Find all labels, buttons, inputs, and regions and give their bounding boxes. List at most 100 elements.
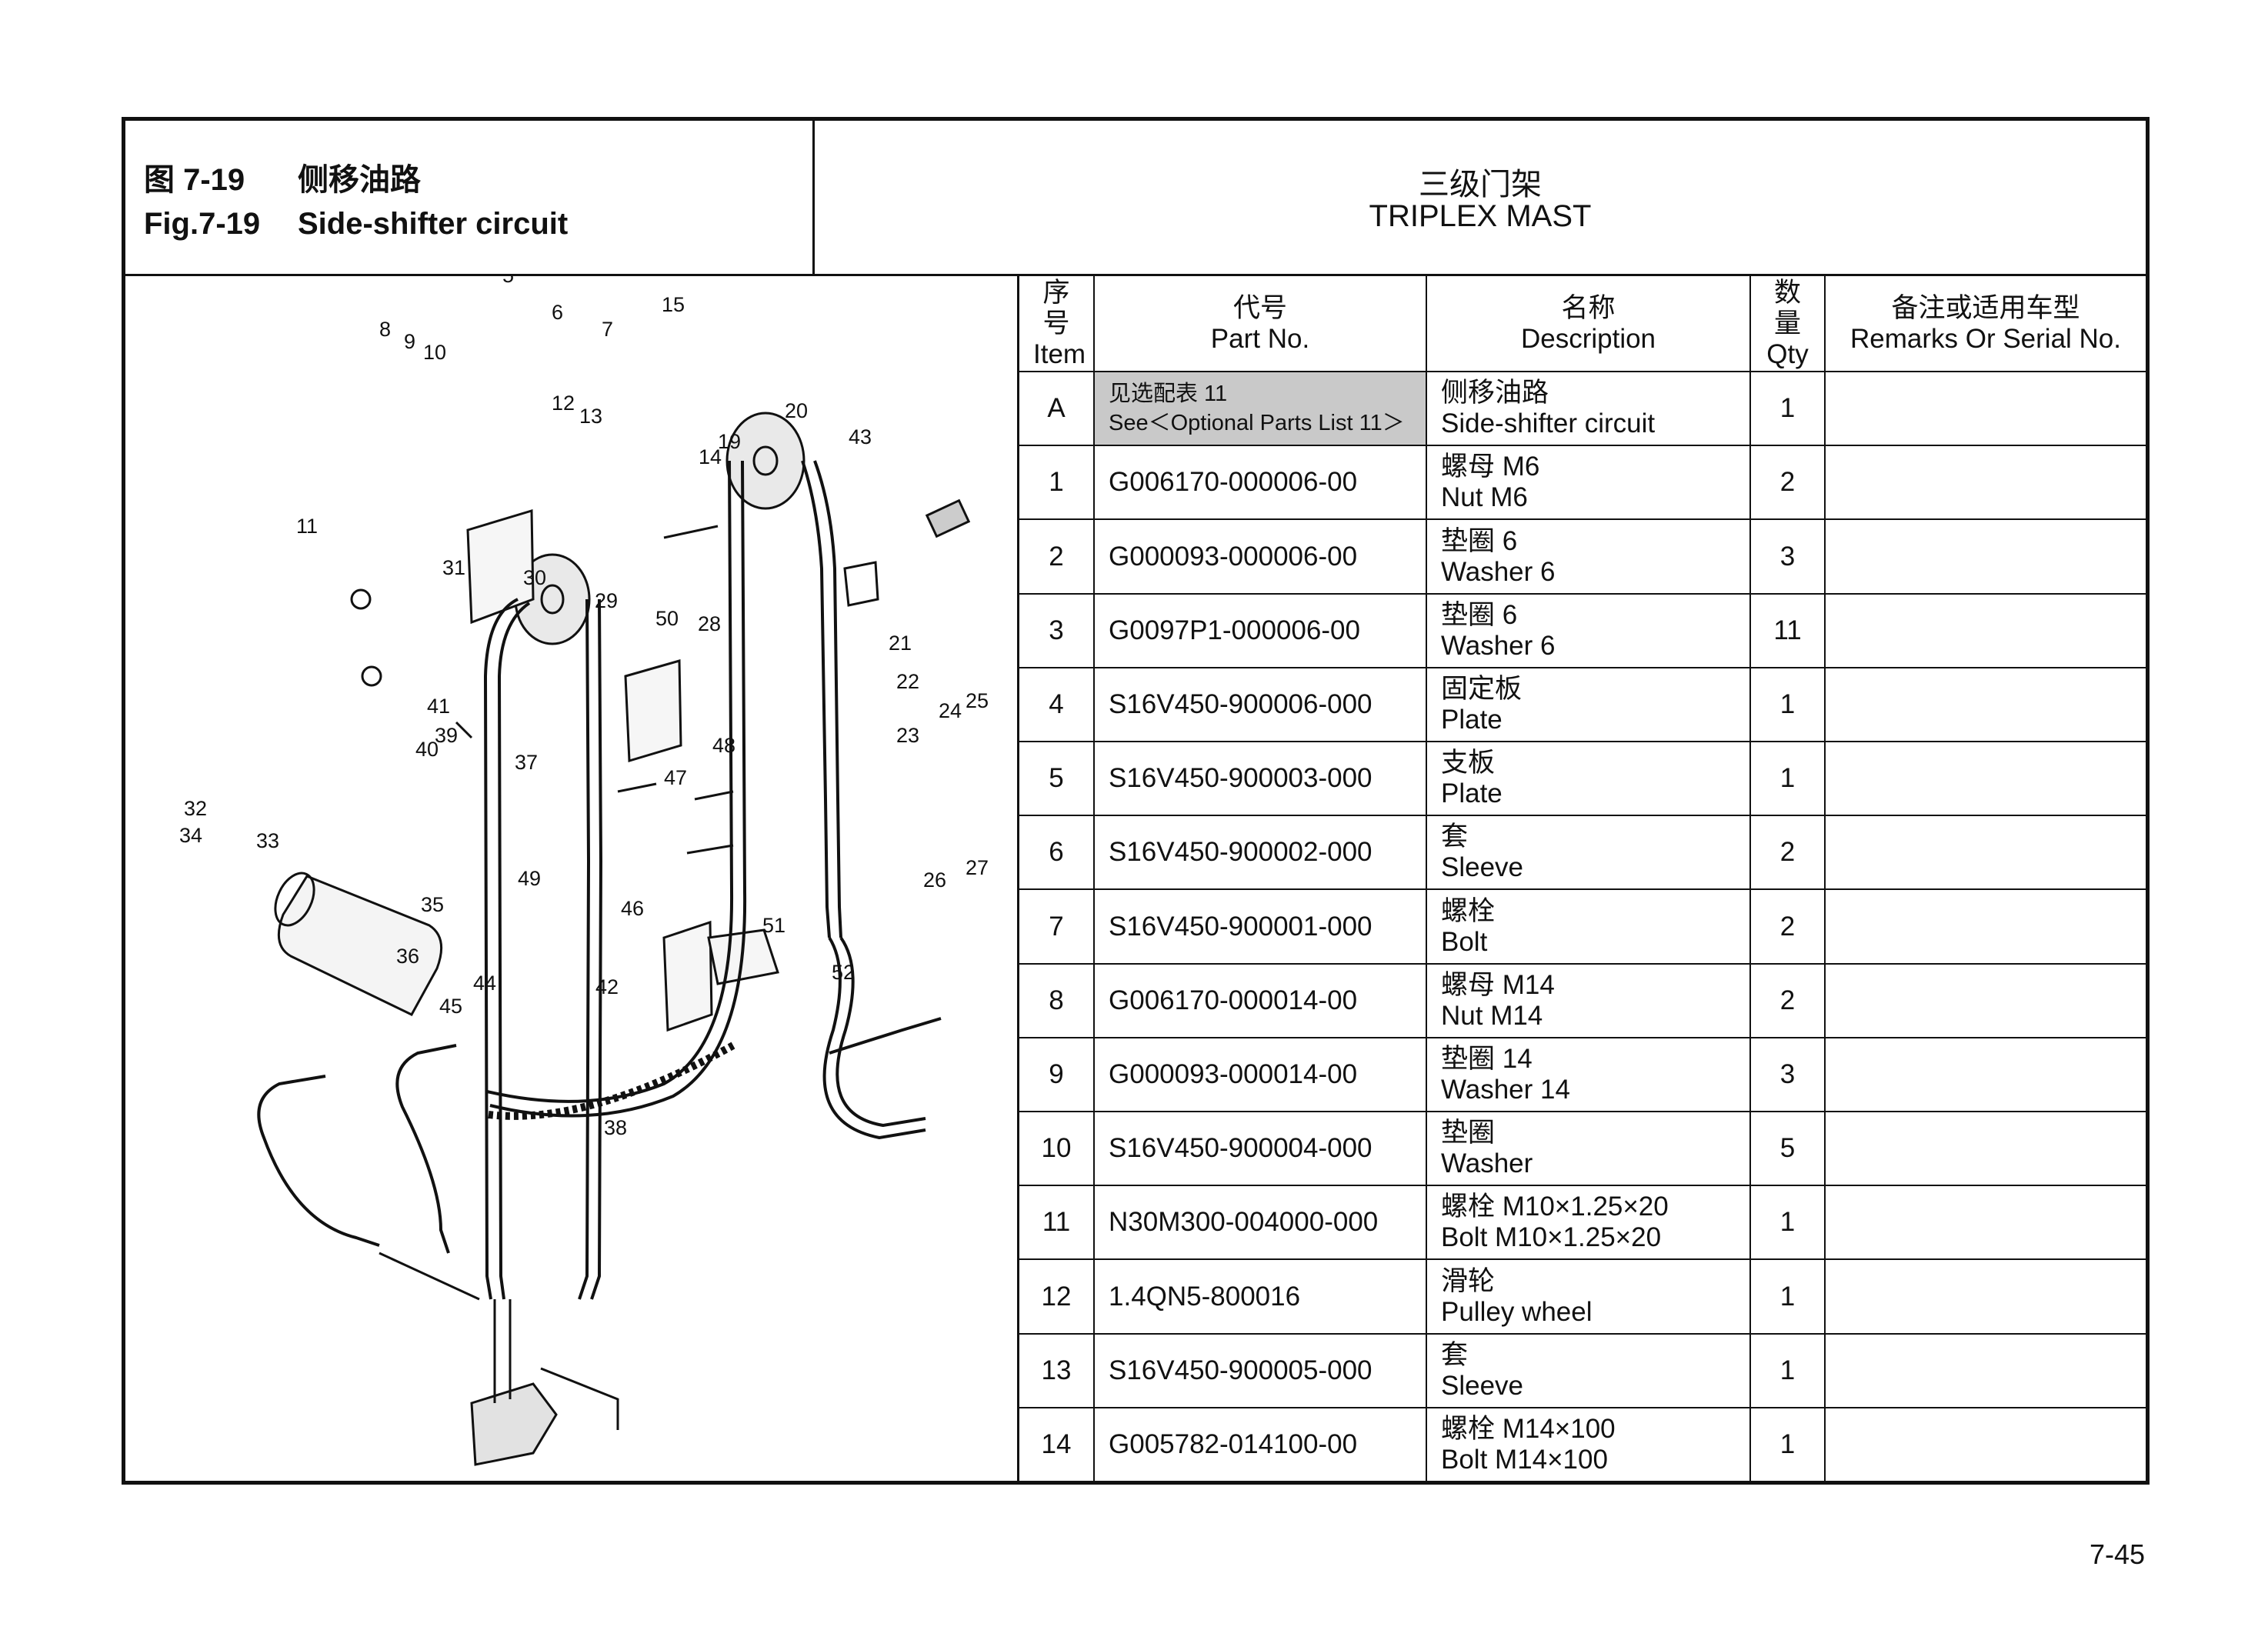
callout-41: 41 (427, 695, 450, 718)
callout-34: 34 (179, 824, 202, 847)
qty-cell: 2 (1749, 962, 1826, 1038)
hose-lines (257, 460, 942, 1300)
support-plate (624, 659, 682, 762)
side-shifter-circuit-drawing: 1234567891011121314151617181920212223242… (179, 276, 989, 1466)
manifold-block (470, 1382, 558, 1466)
bolt-11 (455, 721, 473, 739)
callout-20: 20 (785, 399, 808, 422)
return-line (379, 1252, 480, 1301)
item-cell: 10 (1019, 1111, 1095, 1187)
qty-cell: 2 (1749, 888, 1826, 965)
callout-29: 29 (595, 589, 618, 612)
item-cell: 1 (1019, 445, 1095, 521)
callout-21: 21 (889, 632, 912, 655)
callout-49: 49 (518, 867, 541, 890)
item-cell: 6 (1019, 815, 1095, 891)
exploded-diagram: 1234567891011121314151617181920212223242… (125, 276, 1019, 1481)
qty-cell: 5 (1749, 1111, 1826, 1187)
callout-44: 44 (473, 972, 496, 995)
callout-31: 31 (442, 556, 465, 579)
callout-7: 7 (602, 318, 613, 341)
figure-name-cn: 侧移油路 (298, 163, 421, 197)
upper-bracket (843, 561, 879, 607)
item-cell: 5 (1019, 741, 1095, 817)
callout-10: 10 (423, 341, 446, 364)
callout-12: 12 (552, 392, 575, 415)
remarks-cell (1824, 592, 2146, 668)
qty-cell: 1 (1749, 1185, 1826, 1261)
part-no-cell: N30M300-004000-000 (1093, 1185, 1427, 1261)
callout-22: 22 (896, 670, 919, 693)
item-cell: 4 (1019, 666, 1095, 743)
figure-number-cn: 图 7-19 (144, 163, 245, 197)
callout-48: 48 (712, 734, 735, 757)
pulley-right (725, 412, 805, 510)
figure-name-en: Side-shifter circuit (298, 207, 569, 241)
item-cell: 8 (1019, 962, 1095, 1038)
manifold-fittings (493, 1299, 512, 1403)
callout-38: 38 (604, 1116, 627, 1139)
callout-37: 37 (515, 751, 538, 774)
part-no-cell: S16V450-900004-000 (1093, 1111, 1427, 1187)
part-no-cell: S16V450-900001-000 (1093, 888, 1427, 965)
qty-cell: 2 (1749, 815, 1826, 891)
callout-14: 14 (699, 445, 722, 468)
remarks-cell (1824, 1036, 2146, 1113)
callout-30: 30 (523, 566, 546, 589)
page-frame: 图 7-19 侧移油路 Fig.7-19 Side-shifter circui… (122, 117, 2150, 1485)
remarks-cell (1824, 741, 2146, 817)
callout-33: 33 (256, 829, 279, 852)
qty-cell: 1 (1749, 666, 1826, 743)
figure-title-cn: 图 7-19 侧移油路 (144, 155, 421, 199)
item-cell: A (1019, 370, 1095, 447)
figure-title-en: Fig.7-19 Side-shifter circuit (144, 207, 568, 242)
remarks-cell (1824, 666, 2146, 743)
remarks-cell (1824, 1406, 2146, 1481)
remarks-cell (1824, 815, 2146, 891)
part-no-cell: S16V450-900003-000 (1093, 741, 1427, 817)
callout-39: 39 (435, 724, 458, 747)
bolts (617, 525, 734, 855)
remarks-cell (1824, 962, 2146, 1038)
part-no-cell: G000093-000006-00 (1093, 518, 1427, 595)
section-title-block: 三级门架 TRIPLEX MAST (815, 121, 2146, 276)
callout-35: 35 (421, 893, 444, 916)
callout-4: 4 (472, 276, 483, 279)
coil-sleeve (488, 1042, 735, 1120)
callout-47: 47 (664, 766, 687, 789)
callout-32: 32 (184, 797, 207, 820)
callout-5: 5 (502, 276, 514, 287)
item-cell: 9 (1019, 1036, 1095, 1113)
figure-title-block: 图 7-19 侧移油路 Fig.7-19 Side-shifter circui… (125, 121, 815, 276)
part-no-cell: S16V450-900002-000 (1093, 815, 1427, 891)
callout-6: 6 (552, 301, 563, 324)
callout-26: 26 (923, 868, 946, 892)
callout-42: 42 (595, 975, 619, 998)
cylinder-shape (274, 872, 443, 1016)
